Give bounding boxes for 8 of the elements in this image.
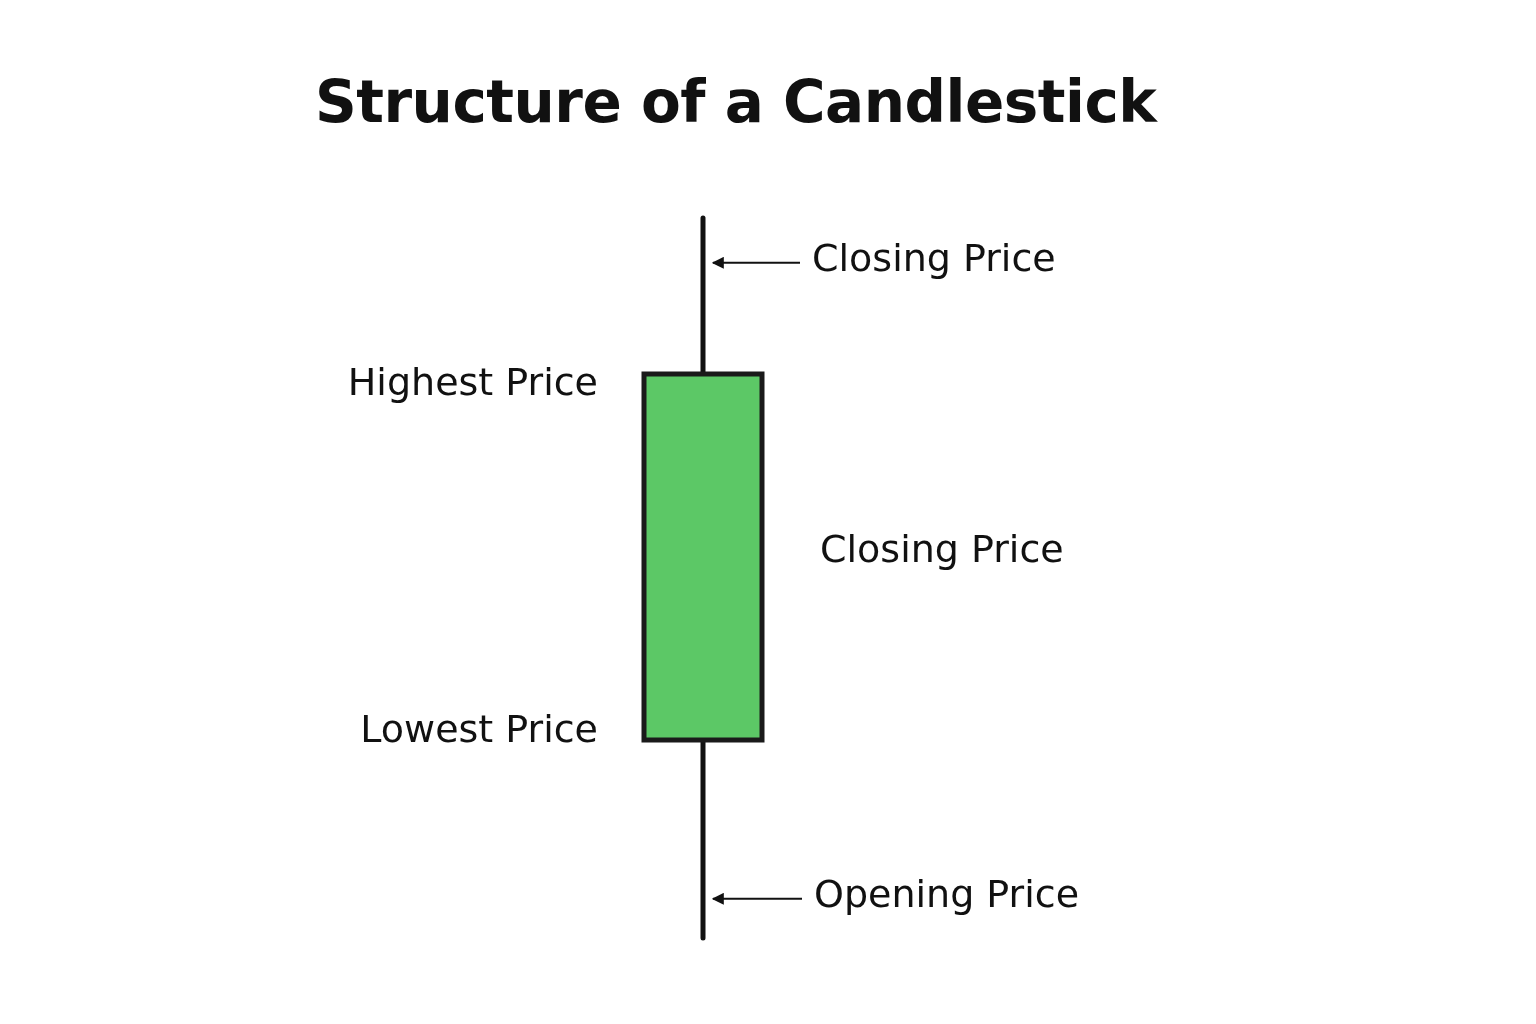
- price-label: Opening Price: [814, 872, 1080, 918]
- price-label: Closing Price: [820, 527, 1064, 573]
- leader-arrow: [711, 256, 801, 269]
- title: Structure of a Candlestick: [315, 68, 1157, 136]
- price-label: Closing Price: [812, 236, 1056, 282]
- price-label: Highest Price: [347, 360, 598, 406]
- price-label: Lowest Price: [360, 707, 598, 753]
- leader-arrow: [711, 892, 803, 905]
